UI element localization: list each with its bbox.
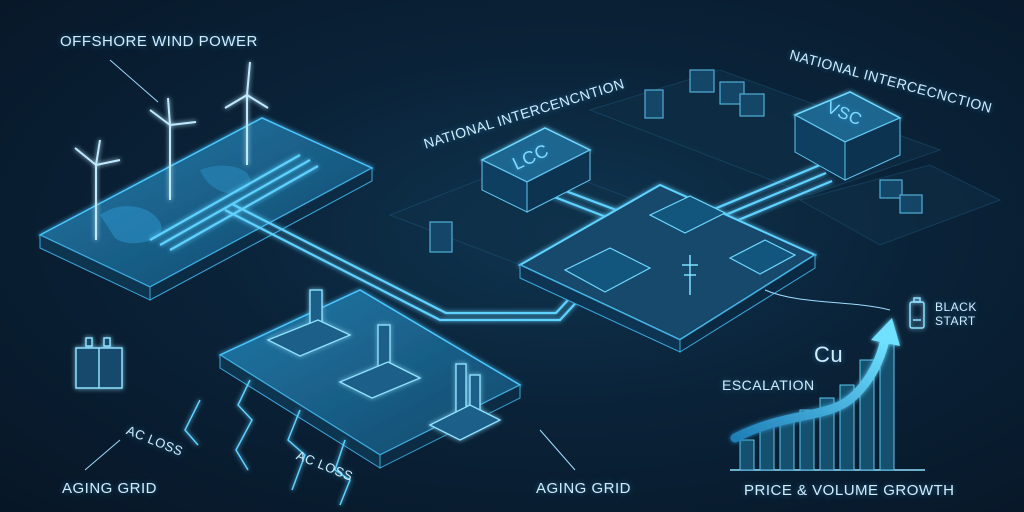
converter-station-icon	[793, 91, 902, 181]
label-price-volume-growth: PRICE & VOLUME GROWTH	[744, 482, 955, 499]
central-hub-platform	[517, 183, 818, 353]
label-aging-grid-left: AGING GRID	[62, 480, 158, 497]
growth-chart	[730, 318, 925, 471]
battery-icon	[75, 337, 123, 389]
factory-icon	[429, 69, 923, 253]
battery-icon	[909, 297, 925, 329]
annotation-lines	[84, 59, 891, 471]
label-black-start: BLACK START	[935, 300, 977, 328]
label-aging-grid-mid: AGING GRID	[536, 480, 632, 497]
factory-icon	[266, 289, 502, 441]
converter-station-icon	[480, 127, 592, 213]
wind-turbine-icon	[74, 61, 269, 240]
label-escalation: ESCALATION	[722, 377, 815, 393]
label-offshore-wind: OFFSHORE WIND POWER	[60, 33, 258, 50]
growth-arrow-icon	[730, 335, 890, 443]
lightning-icon	[184, 379, 351, 506]
label-copper: Cu	[814, 342, 844, 367]
